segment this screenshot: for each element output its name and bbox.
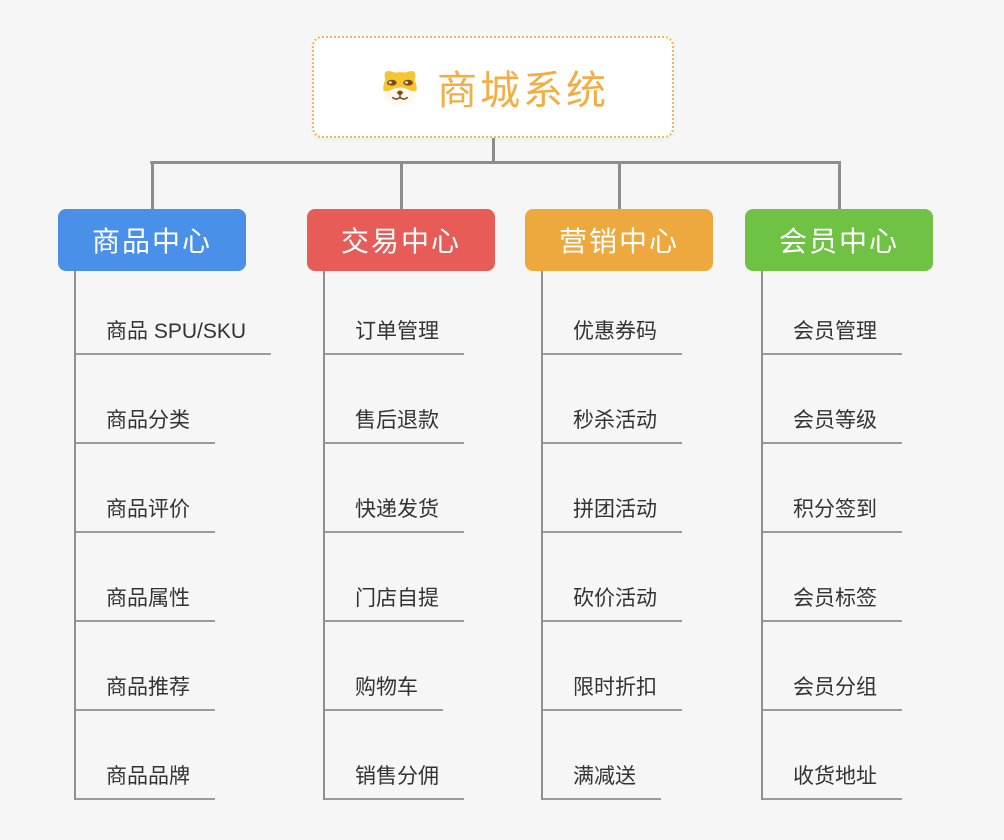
branch-box-0[interactable]: 商品中心	[58, 209, 246, 271]
branch-item[interactable]: 商品评价	[76, 444, 215, 533]
branch-item-list-3: 会员管理会员等级积分签到会员标签会员分组收货地址	[761, 266, 902, 800]
branch-item[interactable]: 收货地址	[763, 711, 902, 800]
dog-icon	[377, 64, 423, 110]
branch-item[interactable]: 限时折扣	[543, 622, 682, 711]
root-node[interactable]: 商城系统	[312, 36, 674, 138]
connector-drop-2	[617, 161, 621, 210]
connector-drop-0	[150, 161, 154, 210]
branch-item[interactable]: 砍价活动	[543, 533, 682, 622]
connector-horizontal-rail	[150, 161, 840, 164]
branch-item[interactable]: 订单管理	[325, 266, 464, 355]
branch-item[interactable]: 商品品牌	[76, 711, 215, 800]
branch-item[interactable]: 购物车	[325, 622, 443, 711]
branch-item[interactable]: 会员等级	[763, 355, 902, 444]
branch-item[interactable]: 积分签到	[763, 444, 902, 533]
branch-item[interactable]: 优惠券码	[543, 266, 682, 355]
branch-box-3[interactable]: 会员中心	[745, 209, 933, 271]
branch-item[interactable]: 销售分佣	[325, 711, 464, 800]
connector-trunk	[492, 137, 495, 164]
branch-item[interactable]: 商品分类	[76, 355, 215, 444]
branch-item-list-2: 优惠券码秒杀活动拼团活动砍价活动限时折扣满减送	[541, 266, 682, 800]
branch-item[interactable]: 满减送	[543, 711, 661, 800]
branch-item[interactable]: 快递发货	[325, 444, 464, 533]
branch-item[interactable]: 商品 SPU/SKU	[76, 266, 272, 355]
branch-item[interactable]: 会员管理	[763, 266, 902, 355]
branch-item[interactable]: 商品推荐	[76, 622, 215, 711]
branch-item[interactable]: 门店自提	[325, 533, 464, 622]
branch-item[interactable]: 会员标签	[763, 533, 902, 622]
branch-item[interactable]: 售后退款	[325, 355, 464, 444]
branch-item-list-1: 订单管理售后退款快递发货门店自提购物车销售分佣	[323, 266, 464, 800]
branch-box-1[interactable]: 交易中心	[307, 209, 495, 271]
root-title: 商城系统	[437, 69, 609, 113]
branch-item[interactable]: 会员分组	[763, 622, 902, 711]
branch-item[interactable]: 秒杀活动	[543, 355, 682, 444]
connector-drop-1	[399, 161, 403, 210]
branch-box-2[interactable]: 营销中心	[525, 209, 713, 271]
branch-item[interactable]: 拼团活动	[543, 444, 682, 533]
branch-item[interactable]: 商品属性	[76, 533, 215, 622]
connector-drop-3	[837, 161, 841, 210]
